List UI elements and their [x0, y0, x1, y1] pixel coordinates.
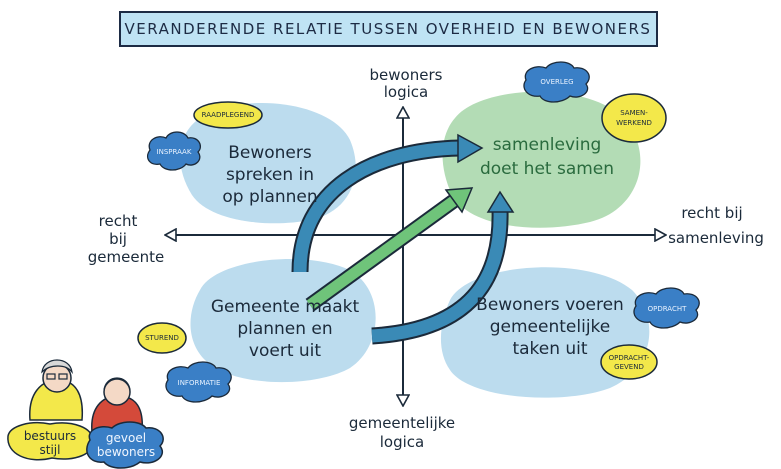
svg-text:OVERLEG: OVERLEG	[540, 78, 573, 86]
cloud-opdracht: OPDRACHT	[633, 287, 700, 329]
svg-text:INSPRAAK: INSPRAAK	[157, 148, 192, 156]
arrow-lower-curve	[371, 190, 515, 345]
svg-text:OPDRACHT: OPDRACHT	[648, 305, 688, 313]
character-left	[29, 359, 84, 421]
tag-raadplegend: RAADPLEGEND	[193, 101, 263, 129]
blob-bottom-right	[440, 267, 650, 398]
axis-left-label-1: recht	[99, 212, 138, 230]
svg-text:OPDRACHT-: OPDRACHT-	[609, 354, 650, 362]
axis-left-label-3: gemeente	[88, 248, 164, 266]
svg-text:bewoners: bewoners	[97, 445, 155, 459]
legend-gevoel-bewoners: gevoel bewoners	[86, 421, 164, 469]
cloud-overleg: OVERLEG	[523, 61, 590, 103]
page-title: VERANDERENDE RELATIE TUSSEN OVERHEID EN …	[125, 20, 652, 38]
axis-top-label-1: bewoners	[370, 66, 443, 84]
svg-text:RAADPLEGEND: RAADPLEGEND	[202, 111, 255, 119]
axis-left-label-2: bij	[109, 230, 127, 248]
quadrant-bl-line-2: plannen en	[237, 319, 332, 339]
legend-bestuursstijl: bestuurs stijl	[7, 422, 94, 461]
quadrant-bl-line-3: voert uit	[249, 341, 321, 361]
quadrant-tl-line-1: Bewoners	[228, 143, 312, 163]
svg-text:WERKEND: WERKEND	[616, 119, 652, 127]
tag-samenwerkend: SAMEN- WERKEND	[601, 93, 667, 143]
axis-bottom-label-1: gemeentelijke	[349, 414, 455, 432]
axis-right-label-1: recht bij	[681, 204, 742, 222]
svg-text:GEVEND: GEVEND	[614, 363, 644, 371]
quadrant-br-line-2: gemeentelijke	[490, 317, 611, 337]
blob-top-left	[180, 102, 356, 224]
svg-text:STUREND: STUREND	[145, 334, 179, 342]
svg-text:gevoel: gevoel	[106, 431, 146, 445]
svg-text:stijl: stijl	[40, 443, 61, 457]
svg-text:INFORMATIE: INFORMATIE	[178, 379, 221, 387]
axis-top-label-2: logica	[384, 83, 428, 101]
axis-right-label-2: samenleving	[668, 229, 764, 247]
arrow-diagonal-green	[305, 187, 474, 312]
svg-text:SAMEN-: SAMEN-	[620, 109, 648, 117]
tag-opdrachtgevend: OPDRACHT- GEVEND	[600, 344, 658, 380]
quadrant-tr-line-2: doet het samen	[480, 159, 614, 179]
cloud-inspraak: INSPRAAK	[146, 131, 202, 171]
axis-bottom-label-2: logica	[380, 433, 424, 451]
cloud-informatie: INFORMATIE	[165, 361, 232, 403]
quadrant-tl-line-3: op plannen	[222, 187, 317, 207]
svg-text:bestuurs: bestuurs	[24, 429, 76, 443]
title-box: VERANDERENDE RELATIE TUSSEN OVERHEID EN …	[119, 11, 658, 47]
quadrant-tr-line-1: samenleving	[493, 135, 602, 155]
arrow-upper-curve	[291, 133, 484, 273]
quadrant-bl-line-1: Gemeente maakt	[211, 297, 360, 317]
tag-sturend: STUREND	[137, 322, 187, 354]
quadrant-br-line-3: taken uit	[512, 339, 587, 359]
quadrant-br-line-1: Bewoners voeren	[476, 295, 624, 315]
quadrant-tl-line-2: spreken in	[226, 165, 314, 185]
blob-top-right	[442, 91, 641, 228]
